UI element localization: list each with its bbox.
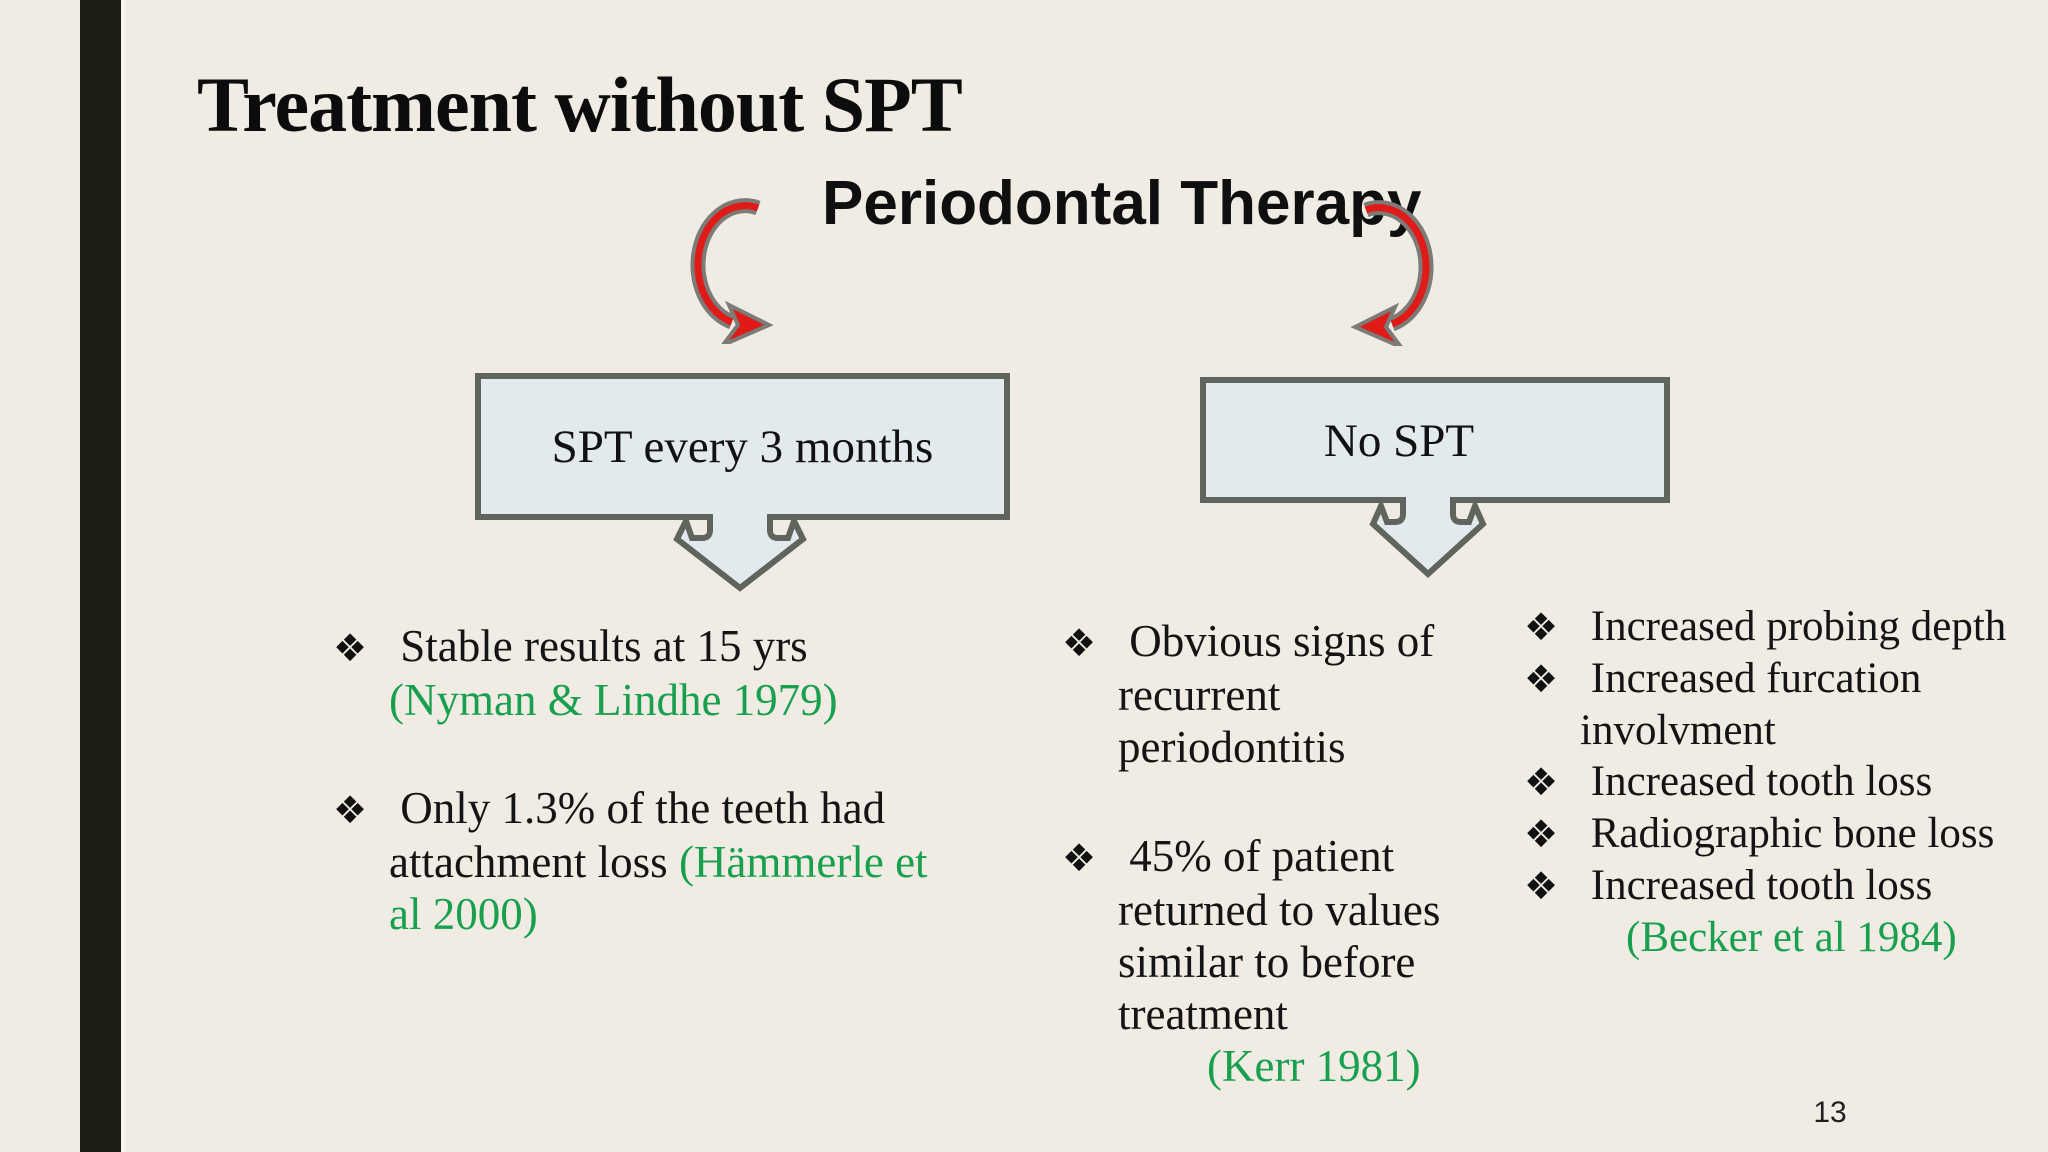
list-item-text: 45% of patient [1129,831,1395,881]
list-item: ❖ 45% of patient [1062,830,1542,884]
list-item-text: periodontitis [1118,722,1346,772]
list-item: ❖ Increased probing depth [1524,601,2044,653]
list-item-continued: periodontitis [1062,721,1542,773]
left-accent-bar-edge [121,0,125,1152]
no-spt-outcomes-list-2: ❖ Increased probing depth ❖ Increased fu… [1524,601,2044,963]
list-item: ❖ Increased tooth loss [1524,860,2044,912]
no-spt-box-label: No SPT [1323,415,1475,467]
list-item-continued: involvment [1524,705,2044,756]
bullet-diamond-icon: ❖ [1062,836,1097,880]
list-item-text: Increased tooth loss [1590,862,1933,909]
citation-text: (Nyman & Lindhe 1979) [389,675,838,725]
no-spt-box-with-down-arrow [1200,377,1670,579]
list-item-text: Stable results at 15 yrs [400,621,808,671]
list-item: ❖ Only 1.3% of the teeth had [333,782,953,836]
list-item-text: Increased probing depth [1590,603,2007,650]
bullet-diamond-icon: ❖ [333,626,368,670]
bullet-diamond-icon: ❖ [333,788,368,832]
citation: (Becker et al 1984) [1570,912,2044,963]
citation-text: al 2000) [389,889,538,939]
list-item-text: returned to values [1118,885,1441,935]
bullet-diamond-icon: ❖ [1062,621,1097,665]
bullet-diamond-icon: ❖ [1524,760,1559,804]
citation: (Nyman & Lindhe 1979) [333,674,953,726]
down-arrow-left-icon [475,373,1010,592]
left-accent-bar [80,0,121,1152]
list-item-text: Radiographic bone loss [1590,810,1995,857]
list-item-continued: treatment [1062,988,1542,1040]
list-item: ❖ Radiographic bone loss [1524,808,2044,860]
bullet-diamond-icon: ❖ [1524,605,1559,649]
list-item-continued: returned to values [1062,884,1542,936]
page-title: Treatment without SPT [197,61,963,148]
list-item-text: Obvious signs of [1129,616,1435,666]
list-item-text: Increased tooth loss [1590,758,1933,805]
bullet-diamond-icon: ❖ [1524,864,1559,908]
spt-outcomes-list: ❖ Stable results at 15 yrs (Nyman & Lind… [333,620,953,940]
citation-text: (Kerr 1981) [1207,1041,1421,1091]
list-item-continued: recurrent [1062,669,1542,721]
list-item-text: involvment [1580,707,1776,754]
list-item-text: similar to before [1118,937,1416,987]
subtitle: Periodontal Therapy [822,169,1422,238]
bullet-diamond-icon: ❖ [1524,657,1559,701]
spt-box-label: SPT every 3 months [551,421,934,473]
list-item-text: recurrent [1118,670,1281,720]
spacer [1062,773,1542,830]
page-number: 13 [1813,1096,1847,1129]
list-item-text: Increased furcation [1590,655,1922,702]
list-item: ❖ Increased tooth loss [1524,756,2044,808]
citation: (Kerr 1981) [1151,1040,1542,1092]
list-item-continued: attachment loss (Hämmerle et [333,836,953,888]
list-item-text: treatment [1118,989,1288,1039]
curved-arrow-left-icon [690,198,774,344]
citation-text: (Becker et al 1984) [1626,914,1957,961]
down-arrow-right-icon [1200,377,1670,579]
bullet-diamond-icon: ❖ [1524,812,1559,856]
list-item-continued: similar to before [1062,936,1542,988]
list-item: ❖ Stable results at 15 yrs [333,620,953,674]
list-item: ❖ Obvious signs of [1062,615,1542,669]
list-item-text: attachment loss [389,837,679,887]
no-spt-outcomes-list-1: ❖ Obvious signs of recurrent periodontit… [1062,615,1542,1092]
list-item-text: Only 1.3% of the teeth had [400,783,886,833]
list-item: ❖ Increased furcation [1524,653,2044,705]
curved-arrow-right-icon [1350,200,1434,346]
spt-box-with-down-arrow [475,373,1010,592]
citation: al 2000) [333,888,953,940]
spacer [333,726,953,782]
citation-text: (Hämmerle et [678,837,928,887]
